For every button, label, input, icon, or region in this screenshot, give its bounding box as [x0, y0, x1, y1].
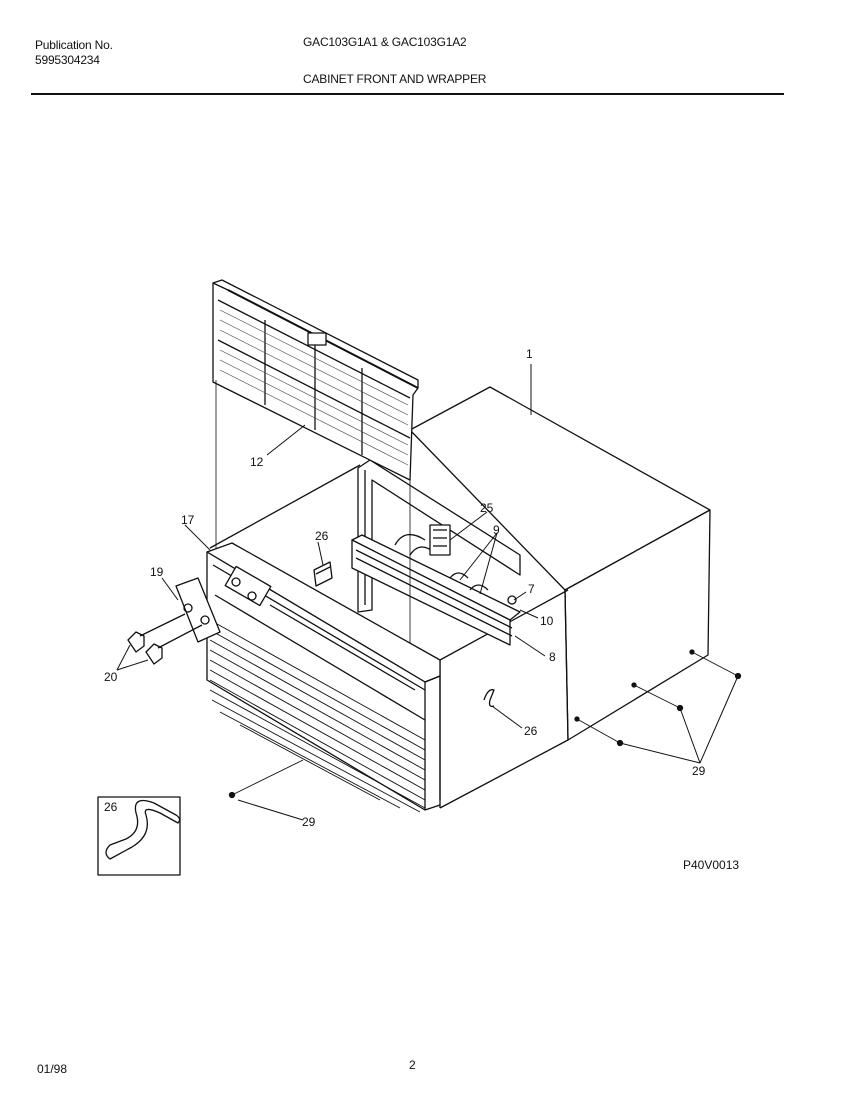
cabinet-front [206, 542, 441, 813]
callout-25: 25 [480, 501, 494, 515]
publication-number: 5995304234 [35, 53, 100, 67]
callout-29-side: 29 [692, 764, 706, 778]
callout-7: 7 [528, 582, 535, 596]
publication-date: 01/98 [37, 1062, 68, 1076]
publication-label: Publication No. [35, 38, 113, 52]
page-number: 2 [409, 1058, 416, 1072]
control-plate [175, 577, 221, 643]
control-bracket [351, 524, 521, 646]
inset-callout-26: 26 [104, 800, 118, 814]
air-filter [212, 279, 419, 700]
cabinet-clip [483, 689, 495, 708]
small-bracket [313, 561, 333, 587]
callout-26-bracket: 26 [315, 529, 329, 543]
callout-26-clip: 26 [524, 724, 538, 738]
callout-19: 19 [150, 565, 164, 579]
callout-1: 1 [526, 347, 533, 361]
callouts: 1 12 17 19 20 26 25 9 7 10 8 26 29 29 26 [104, 347, 706, 829]
callout-20: 20 [104, 670, 118, 684]
callout-12: 12 [250, 455, 264, 469]
section-title: CABINET FRONT AND WRAPPER [303, 72, 487, 86]
callout-29-front: 29 [302, 815, 316, 829]
callout-17: 17 [181, 513, 195, 527]
figure-code: P40V0013 [683, 858, 740, 872]
model-numbers: GAC103G1A1 & GAC103G1A2 [303, 35, 467, 49]
leader-lines [116, 364, 739, 821]
control-knobs [127, 613, 203, 665]
callout-10: 10 [540, 614, 554, 628]
callout-9: 9 [493, 523, 500, 537]
callout-8: 8 [549, 650, 556, 664]
inset-box [97, 796, 181, 876]
header-rule [31, 93, 784, 95]
